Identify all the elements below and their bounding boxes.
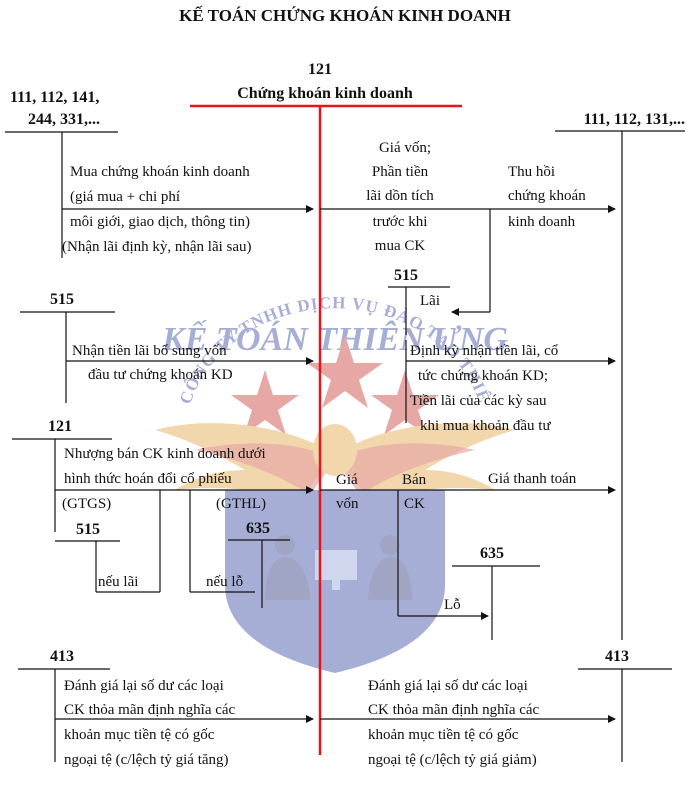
account-413-right: 413: [605, 648, 629, 665]
gthl-label: (GTHL): [216, 496, 266, 512]
cost-label-1: Giá: [336, 472, 358, 488]
periodic-text-4: khi mua khoản đầu tư: [420, 418, 551, 434]
page-title: KẾ TOÁN CHỨNG KHOÁN KINH DOANH: [179, 6, 511, 25]
loss-label: Lỗ: [444, 597, 461, 613]
account-635-right: 635: [480, 545, 504, 562]
recover-text-1: Thu hồi: [508, 164, 556, 180]
account-515-sub: 515: [76, 521, 100, 538]
sale-label-1: Bán: [402, 472, 427, 488]
cost-label-2: vốn: [336, 496, 359, 512]
cost-text-3: lãi dồn tích: [366, 188, 434, 204]
reval-right-4: ngoại tệ (c/lệch tỷ giá giảm): [368, 752, 537, 768]
account-635-sub: 635: [246, 520, 270, 537]
swap-text-2: hình thức hoán đổi cổ phiếu: [64, 471, 232, 487]
eagle-head-icon: [313, 424, 357, 476]
star-icon: [307, 335, 383, 408]
cost-text-2: Phần tiền: [371, 164, 429, 180]
wing-left-icon: [155, 423, 335, 500]
recover-text-2: chứng khoán: [508, 188, 586, 204]
reval-left-2: CK thỏa mãn định nghĩa các: [64, 702, 236, 718]
shield-icon: [225, 490, 445, 673]
cost-text-5: mua CK: [374, 238, 426, 254]
if-profit-label: nếu lãi: [98, 574, 139, 590]
reval-right-3: khoản mục tiền tệ có gốc: [368, 727, 519, 743]
account-right-top: 111, 112, 131,...: [583, 111, 685, 128]
monitor-icon: [315, 550, 357, 580]
cost-text-4: trước khi: [372, 214, 428, 230]
account-121-left: 121: [48, 418, 72, 435]
reval-right-1: Đánh giá lại số dư các loại: [368, 678, 528, 694]
swap-text-1: Nhượng bán CK kinh doanh dưới: [64, 446, 266, 462]
if-loss-label: nếu lỗ: [206, 574, 244, 590]
periodic-text-1: Định kỳ nhận tiền lãi, cổ: [410, 343, 559, 359]
payment-label: Giá thanh toán: [488, 471, 577, 487]
buy-text-1: Mua chứng khoán kinh doanh: [70, 164, 250, 180]
gtgs-label: (GTGS): [62, 496, 112, 512]
wing-right-icon: [335, 423, 515, 500]
buy-text-2: (giá mua + chi phí: [70, 189, 181, 205]
account-515-left: 515: [50, 291, 74, 308]
periodic-text-2: tức chứng khoán KD;: [418, 368, 548, 384]
recover-text-3: kinh doanh: [508, 214, 576, 230]
account-left-top-line2: 244, 331,...: [28, 111, 100, 128]
watermark-logo: CÔNG TY TNHH DỊCH VỤ ĐÀO TẠO THIÊN ƯNG K…: [150, 255, 515, 673]
extra-interest-text-1: Nhận tiền lãi bổ sung vốn: [72, 343, 227, 359]
main-account-code: 121: [308, 61, 332, 78]
reval-left-3: khoản mục tiền tệ có gốc: [64, 727, 215, 743]
buy-text-4: (Nhận lãi định kỳ, nhận lãi sau): [62, 239, 252, 255]
interest-label: Lãi: [420, 293, 440, 309]
reval-right-2: CK thỏa mãn định nghĩa các: [368, 702, 540, 718]
account-413-left: 413: [50, 648, 74, 665]
star-icon: [371, 370, 439, 435]
account-left-top-line1: 111, 112, 141,: [10, 89, 100, 106]
cost-text-1: Giá vốn;: [378, 140, 432, 156]
account-515-mid: 515: [394, 267, 418, 284]
star-icon: [231, 370, 299, 435]
buy-text-3: môi giới, giao dịch, thông tin): [70, 214, 250, 230]
reval-left-4: ngoại tệ (c/lệch tỷ giá tăng): [64, 752, 229, 768]
extra-interest-text-2: đầu tư chứng khoán KD: [88, 367, 233, 383]
reval-left-1: Đánh giá lại số dư các loại: [64, 678, 224, 694]
main-account-name: Chứng khoán kinh doanh: [237, 85, 413, 102]
sale-label-2: CK: [404, 496, 425, 512]
periodic-text-3: Tiền lãi của các kỳ sau: [410, 393, 547, 409]
watermark-brand: KẾ TOÁN THIÊN ƯNG: [161, 320, 508, 358]
